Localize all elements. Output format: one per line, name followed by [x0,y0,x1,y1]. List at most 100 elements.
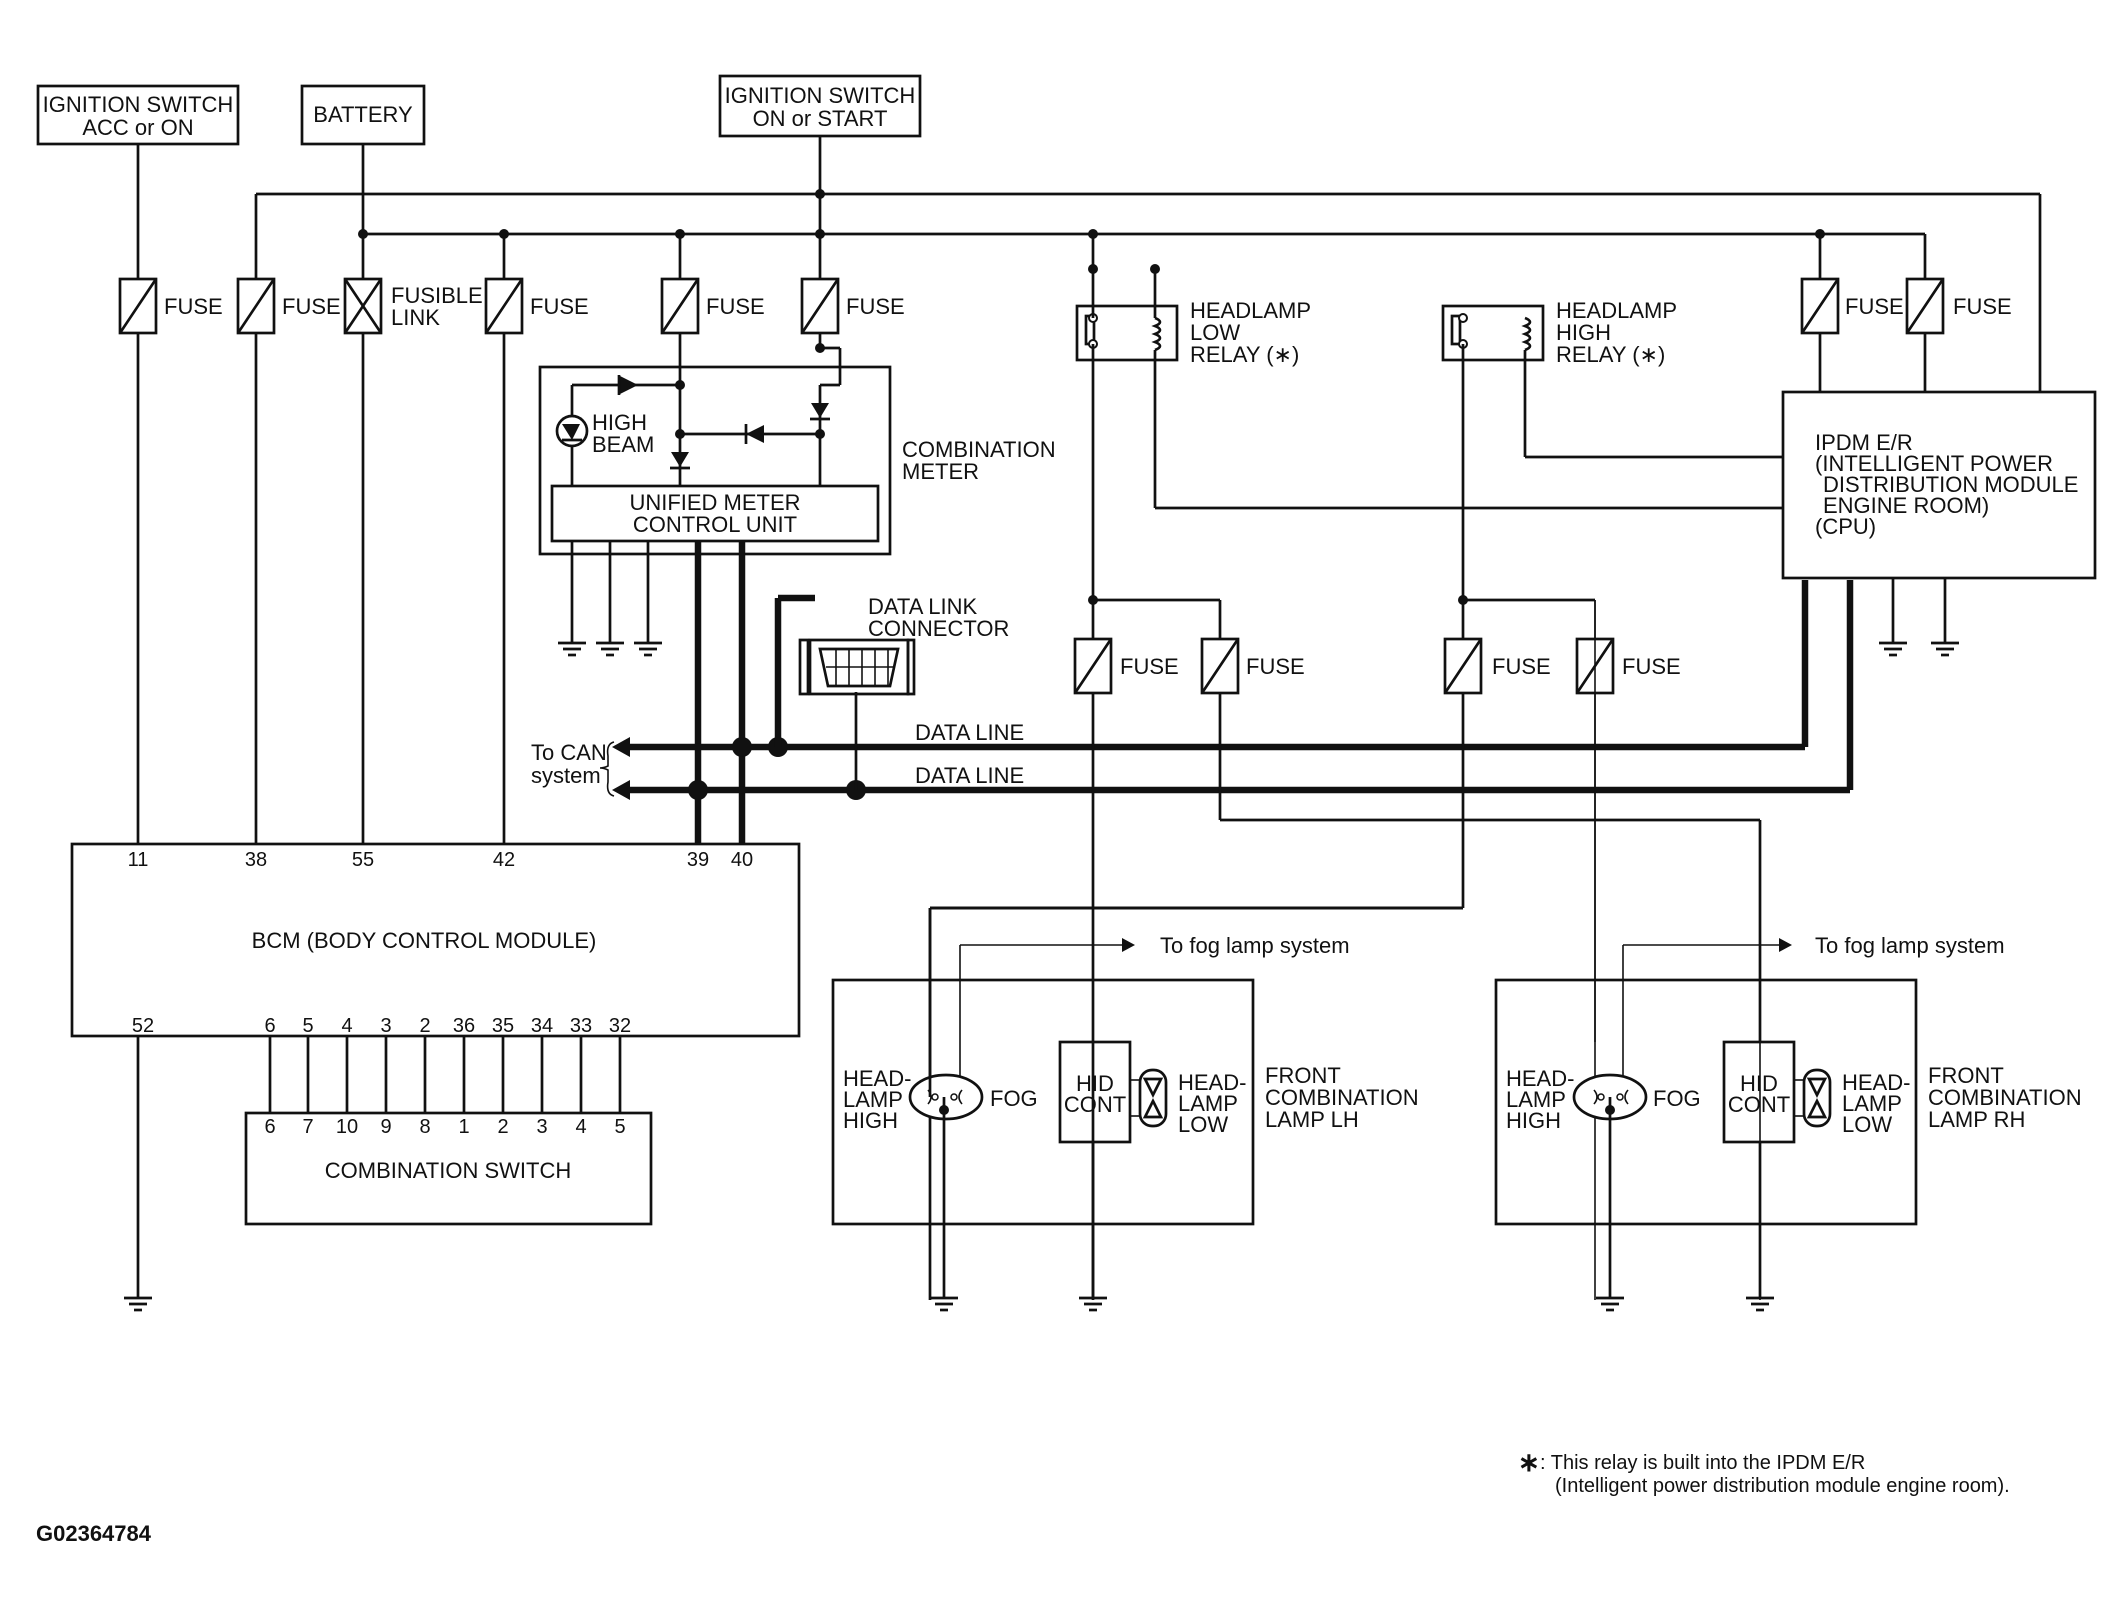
fog-note: To fog lamp system [1815,933,2005,958]
lamp-feed-wires [928,600,1762,1097]
high-relay-line1: HEADLAMP [1556,298,1677,323]
combination-meter: UNIFIED METER CONTROL UNIT COMBINATION M… [538,343,1056,657]
fuse-ipdm-2: FUSE [1905,277,2012,335]
footnote: ∗ : This relay is built into the IPDM E/… [1518,1447,2010,1497]
bcm-pin: 55 [352,849,374,871]
lh-low-line1: HEAD- [1178,1070,1246,1095]
power-buses [136,136,2042,844]
bcm-pin: 33 [570,1015,592,1037]
bcm-pin: 5 [302,1015,313,1037]
switch-pin: 6 [264,1116,275,1138]
hid-bulb-icon [1794,1068,1832,1128]
lh-hid-line1: HID [1076,1071,1114,1096]
fuse-label: FUSE [1622,654,1681,679]
combination-switch-name: COMBINATION SWITCH [325,1158,571,1183]
ground-icon [122,1296,154,1312]
low-relay-line3: RELAY (∗) [1190,342,1299,367]
bcm-pin: 36 [453,1015,475,1037]
dlc-line1: DATA LINK [868,594,978,619]
fuse-42: FUSE [484,234,589,844]
switch-pin: 2 [497,1116,508,1138]
unified-meter-line2: CONTROL UNIT [633,512,797,537]
bcm-pin: 38 [245,849,267,871]
headlamp-low-relay: HEADLAMP LOW RELAY (∗) [1075,234,1783,600]
bcm-pin: 39 [687,849,709,871]
ign-on-line1: IGNITION SWITCH [725,83,916,108]
switch-pin: 7 [302,1116,313,1138]
front-combination-lamp-rh: To fog lamp system HEAD- LAMP HIGH FOG H… [1494,933,2082,1312]
combination-switch: COMBINATION SWITCH 6 7 10 9 8 1 2 3 4 5 [244,1111,653,1226]
rh-low-line3: LOW [1842,1112,1892,1137]
bcm: BCM (BODY CONTROL MODULE) 11 38 55 42 39… [70,842,801,1312]
ipdm-line4: ENGINE ROOM) [1823,493,1989,518]
bcm-pin: 4 [341,1015,352,1037]
fuse-lh-low: FUSE [1073,637,1179,695]
lh-name-line1: FRONT [1265,1063,1341,1088]
combination-meter-line2: METER [902,459,979,484]
footnote-line2: (Intelligent power distribution module e… [1555,1475,2010,1497]
fuse-meter-1: FUSE [660,234,765,383]
fusible-link-line1: FUSIBLE [391,283,483,308]
to-can-line2: system [531,763,601,788]
lh-low-line2: LAMP [1178,1091,1238,1116]
lh-name-line3: LAMP LH [1265,1107,1359,1132]
ign-acc-line1: IGNITION SWITCH [43,92,234,117]
figure-id: G02364784 [36,1521,152,1546]
hid-bulb-icon [1130,1068,1168,1128]
footnote-star: ∗ [1518,1447,1540,1477]
lh-head-line3: HIGH [843,1108,898,1133]
low-relay-line2: LOW [1190,320,1240,345]
rh-fog: FOG [1653,1086,1701,1111]
fuse-38: FUSE [236,277,341,335]
ignition-switch-acc-on: IGNITION SWITCH ACC or ON [36,84,240,146]
fuse-ipdm-1: FUSE [1800,277,1904,335]
bcm-name: BCM (BODY CONTROL MODULE) [252,928,597,953]
high-beam-indicator-icon [555,414,589,448]
rh-low-line2: LAMP [1842,1091,1902,1116]
footnote-line1: : This relay is built into the IPDM E/R [1540,1452,1865,1474]
lh-fog: FOG [990,1086,1038,1111]
rh-head-line2: LAMP [1506,1087,1566,1112]
can-bus: DATA LINE DATA LINE To CAN system [531,541,1854,844]
bcm-switch-wires [268,1036,622,1113]
ground-icon [928,1296,960,1312]
ign-acc-line2: ACC or ON [82,115,193,140]
fuse-label: FUSE [846,294,905,319]
bcm-pin: 6 [264,1015,275,1037]
dlc-line2: CONNECTOR [868,616,1009,641]
fuse-label: FUSE [1246,654,1305,679]
fuse-label: FUSE [1845,294,1904,319]
rh-head-line3: HIGH [1506,1108,1561,1133]
rh-head-line1: HEAD- [1506,1066,1574,1091]
fusible-link: FUSIBLE LINK [343,277,483,335]
ground-icon [632,641,664,657]
switch-pin: 9 [380,1116,391,1138]
lh-head-line2: LAMP [843,1087,903,1112]
ign-on-line2: ON or START [753,106,888,131]
high-beam-line1: HIGH [592,410,647,435]
front-combination-lamp-lh: To fog lamp system HEAD- LAMP HIGH FOG H… [831,906,1463,1312]
high-beam-line2: BEAM [592,432,654,457]
to-can-line1: To CAN [531,740,607,765]
fuse-rh-low: FUSE [1200,637,1305,695]
lh-head-line1: HEAD- [843,1066,911,1091]
diode-icon [670,452,690,470]
switch-pin: 3 [536,1116,547,1138]
fuse-label: FUSE [164,294,223,319]
rh-low-line1: HEAD- [1842,1070,1910,1095]
combination-meter-line1: COMBINATION [902,437,1056,462]
bcm-pin: 52 [132,1015,154,1037]
ground-icon [1929,641,1961,657]
ground-icon [556,641,588,657]
rh-name-line2: COMBINATION [1928,1085,2082,1110]
ground-icon [594,641,626,657]
low-relay-line1: HEADLAMP [1190,298,1311,323]
fuse-label: FUSE [1492,654,1551,679]
bus-junctions [358,189,1825,274]
ipdm-line2: (INTELLIGENT POWER [1815,451,2053,476]
ipdm-line5: (CPU) [1815,514,1876,539]
fuse-lh-high: FUSE [1443,637,1551,695]
fuse-label: FUSE [1953,294,2012,319]
battery: BATTERY [300,84,426,146]
